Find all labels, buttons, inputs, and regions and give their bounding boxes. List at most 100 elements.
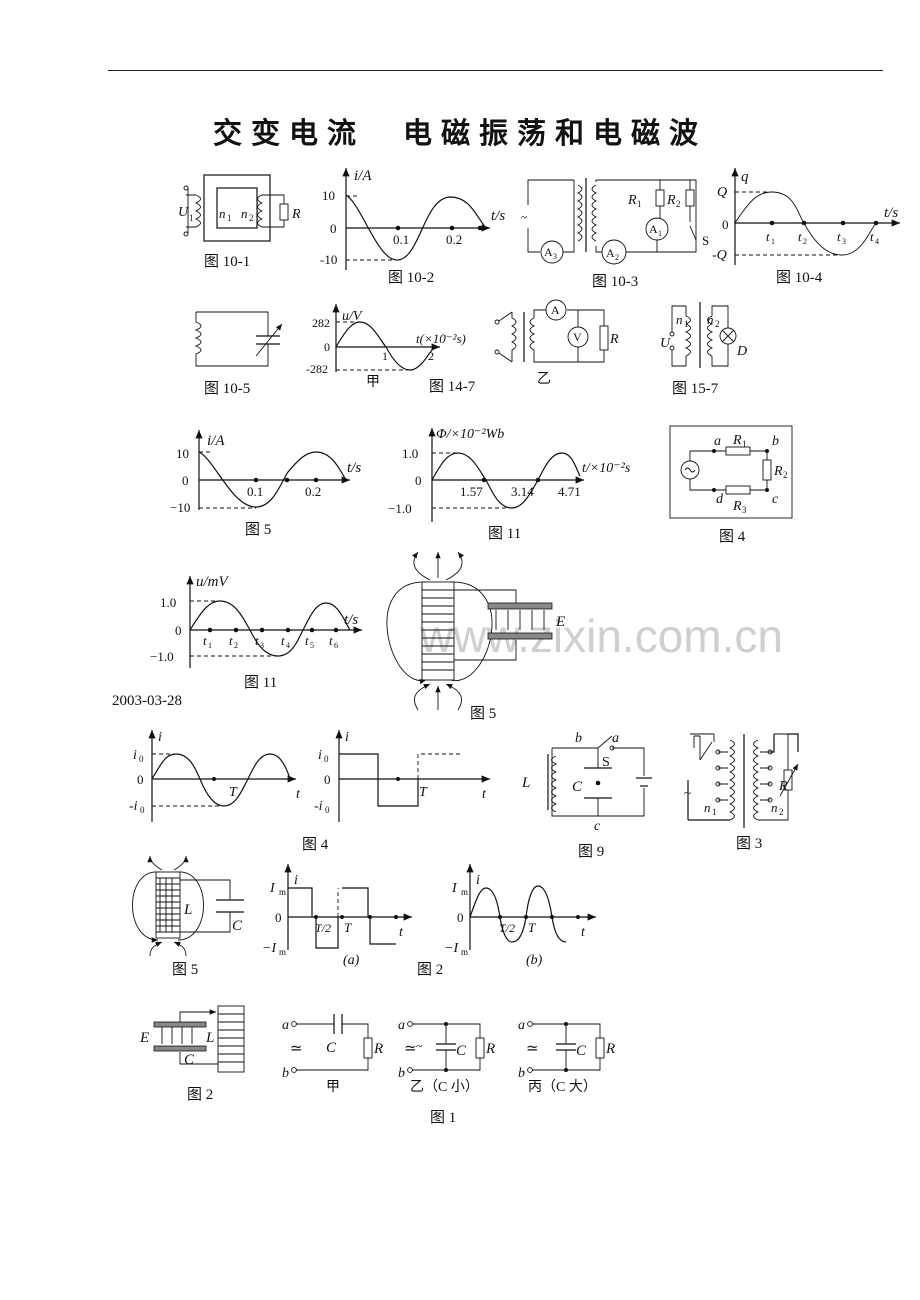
fig10-5-caption: 图 10-5 (204, 380, 250, 397)
svg-text:3: 3 (260, 641, 264, 650)
svg-text:t(×10⁻²s): t(×10⁻²s) (416, 331, 466, 346)
svg-text:2: 2 (234, 641, 238, 650)
fig5c: L C 图 5 (132, 855, 244, 978)
svg-text:A: A (606, 246, 615, 260)
svg-text:C: C (576, 1043, 587, 1059)
svg-text:t: t (203, 633, 207, 648)
fig5b-caption: 图 5 (470, 705, 496, 722)
svg-text:t/×10⁻²s: t/×10⁻²s (582, 461, 631, 476)
fig4b: i i 0 0 -i 0 T t i i 0 0 -i 0 T t 图 4 (129, 730, 490, 853)
fig15-7: n 1 n 2 U D 图 15-7 (660, 302, 747, 397)
page-title: 交变电流 电磁振荡和电磁波 (212, 116, 707, 150)
svg-text:1: 1 (684, 319, 689, 329)
svg-text:R: R (666, 193, 676, 208)
svg-text:i: i (345, 730, 349, 745)
svg-text:4.71: 4.71 (558, 484, 581, 499)
svg-text:b: b (575, 731, 582, 746)
svg-text:(b): (b) (526, 953, 543, 968)
svg-text:d: d (716, 492, 724, 507)
svg-text:A: A (649, 222, 658, 236)
svg-text:2: 2 (676, 199, 681, 209)
svg-text:C: C (456, 1043, 467, 1059)
fig10-1-caption: 图 10-1 (204, 253, 250, 270)
svg-text:-i: -i (129, 799, 138, 814)
svg-text:q: q (741, 169, 749, 185)
svg-text:t: t (798, 229, 802, 244)
svg-text:t/s: t/s (344, 612, 358, 628)
svg-text:i: i (318, 748, 322, 763)
svg-text:2: 2 (428, 349, 434, 363)
svg-text:0: 0 (140, 805, 145, 815)
svg-text:t: t (305, 633, 309, 648)
fig2b-caption: 图 2 (187, 1086, 213, 1103)
svg-text:甲: 甲 (326, 1080, 340, 1095)
svg-text:R: R (605, 1041, 615, 1057)
fig9: L C S a b c 图 9 (521, 731, 652, 860)
svg-text:T: T (229, 785, 238, 800)
fig4b-caption: 图 4 (302, 836, 329, 853)
fig10-5: 图 10-5 (194, 311, 283, 397)
svg-text:1: 1 (382, 349, 388, 363)
svg-text:L: L (205, 1030, 214, 1046)
svg-text:T/2: T/2 (499, 921, 515, 935)
svg-text:R: R (485, 1041, 495, 1057)
svg-text:c: c (594, 819, 601, 834)
svg-text:S: S (602, 755, 610, 770)
svg-text:1.57: 1.57 (460, 484, 483, 499)
svg-text:1: 1 (637, 199, 642, 209)
svg-text:−I: −I (444, 941, 459, 956)
svg-text:0: 0 (324, 772, 331, 787)
svg-text:0: 0 (722, 217, 729, 232)
svg-text:10: 10 (176, 446, 189, 461)
svg-text:3: 3 (553, 252, 557, 261)
fig2a-caption: 图 2 (417, 961, 443, 978)
svg-text:a: a (714, 434, 721, 449)
svg-text:S: S (702, 233, 709, 248)
svg-text:b: b (398, 1066, 405, 1081)
svg-text:C: C (232, 918, 243, 934)
svg-text:C: C (326, 1040, 337, 1056)
svg-text:乙（C 小）: 乙（C 小） (410, 1079, 479, 1095)
svg-text:m: m (461, 947, 468, 957)
svg-text:n: n (241, 206, 248, 221)
svg-text:0: 0 (275, 910, 282, 925)
fig3-caption: 图 3 (736, 835, 762, 852)
fig4a-caption: 图 4 (719, 528, 746, 545)
svg-text:1: 1 (658, 229, 662, 238)
svg-text:c: c (772, 492, 779, 507)
svg-text:2: 2 (779, 807, 784, 817)
svg-text:L: L (183, 902, 192, 918)
svg-text:2: 2 (783, 470, 788, 480)
svg-text:C: C (572, 779, 583, 795)
svg-text:1.0: 1.0 (402, 446, 418, 461)
svg-text:u/mV: u/mV (196, 574, 230, 590)
svg-text:a: a (612, 731, 619, 746)
svg-text:−I: −I (262, 941, 277, 956)
svg-text:4: 4 (286, 641, 290, 650)
svg-text:t: t (399, 925, 404, 940)
svg-text:i: i (133, 748, 137, 763)
svg-text:I: I (451, 881, 458, 896)
svg-text:R: R (609, 332, 619, 347)
svg-text:Φ/×10⁻²Wb: Φ/×10⁻²Wb (436, 427, 504, 442)
svg-text:0: 0 (457, 910, 464, 925)
svg-text:R: R (627, 193, 637, 208)
fig5c-caption: 图 5 (172, 961, 198, 978)
svg-text:-Q: -Q (712, 248, 727, 263)
fig14-7: u/V 282 0 -282 1 2 t(×10⁻²s) 甲 图 14-7 A … (306, 299, 619, 395)
svg-text:0: 0 (182, 473, 189, 488)
svg-text:t: t (581, 925, 586, 940)
fig1-caption: 图 1 (430, 1109, 456, 1126)
svg-text:1.0: 1.0 (160, 595, 176, 610)
svg-text:1: 1 (712, 807, 717, 817)
svg-text:A: A (544, 245, 553, 259)
svg-text:≃: ≃ (290, 1041, 303, 1057)
fig5b: E 图 5 (386, 551, 565, 722)
svg-text:t/s: t/s (347, 460, 361, 476)
svg-text:T: T (419, 785, 428, 800)
svg-text:t: t (229, 633, 233, 648)
svg-text:0: 0 (330, 221, 337, 236)
fig2a: i I m 0 −I m T/2 T t (a) 图 2 i I m 0 −I … (262, 864, 596, 978)
svg-text:t: t (766, 229, 770, 244)
svg-text:2: 2 (803, 237, 807, 246)
